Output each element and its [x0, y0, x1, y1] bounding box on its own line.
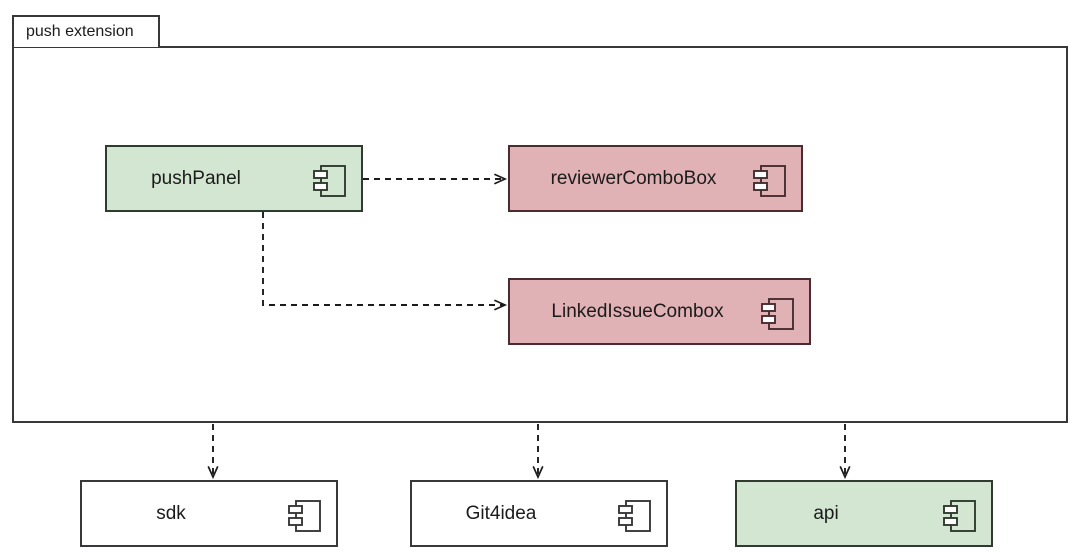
uml-component-icon — [761, 294, 795, 334]
uml-component-icon — [753, 161, 787, 201]
component-sdk[interactable]: sdk — [80, 480, 338, 547]
component-api[interactable]: api — [735, 480, 993, 547]
package-name-label: push extension — [26, 23, 134, 40]
package-push-extension-body — [12, 46, 1068, 423]
uml-component-icon — [943, 496, 977, 536]
component-LinkedIssueCombox[interactable]: LinkedIssueCombox — [508, 278, 811, 345]
component-label: Git4idea — [465, 503, 537, 524]
uml-component-icon — [313, 161, 347, 201]
component-label: LinkedIssueCombox — [551, 301, 724, 322]
component-label: pushPanel — [151, 168, 241, 189]
component-pushPanel[interactable]: pushPanel — [105, 145, 363, 212]
component-reviewerComboBox[interactable]: reviewerComboBox — [508, 145, 803, 212]
component-label: api — [813, 503, 839, 524]
package-push-extension-tab: push extension — [12, 15, 160, 47]
component-label: sdk — [156, 503, 186, 524]
component-Git4idea[interactable]: Git4idea — [410, 480, 668, 547]
component-label: reviewerComboBox — [550, 168, 717, 189]
uml-component-icon — [288, 496, 322, 536]
uml-component-icon — [618, 496, 652, 536]
